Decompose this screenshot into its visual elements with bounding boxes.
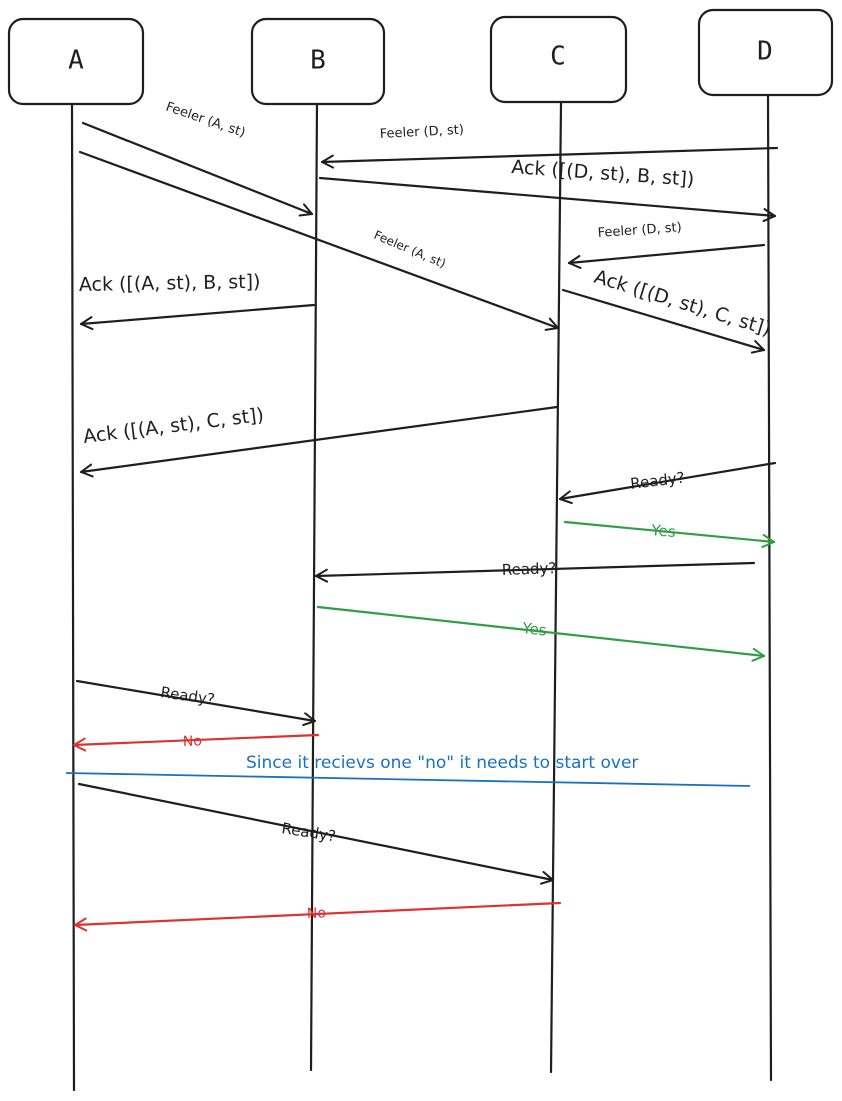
message-label: Yes: [521, 619, 548, 640]
message-label: Yes: [650, 521, 677, 541]
message-label: Ack ([(D, st), B, st]): [511, 156, 695, 191]
message-ack-c-to-d: Ack ([(D, st), C, st]): [561, 266, 774, 354]
message-arrow: [567, 243, 766, 269]
note-divider-line: [65, 772, 751, 787]
message-label: Ready?: [280, 819, 337, 845]
participant-d: D: [697, 8, 834, 97]
message-label: Ready?: [159, 683, 216, 708]
participant-a-label: A: [68, 46, 84, 76]
message-arrow: [314, 561, 756, 583]
participant-b-label: B: [310, 46, 326, 76]
message-label: Ack ([(A, st), B, st]): [79, 271, 261, 296]
message-ack-b-to-d: Ack ([(D, st), B, st]): [318, 156, 777, 223]
participant-c-label: C: [550, 42, 566, 72]
message-feeler-d-to-c: Feeler (D, st): [567, 220, 766, 269]
message-arrow: [75, 679, 317, 727]
lifeline-c: [549, 101, 563, 1074]
message-no-c-to-a: No: [73, 901, 562, 932]
message-label: No: [183, 733, 203, 750]
message-arrow: [563, 520, 776, 548]
message-yes-b-to-d: Yes: [316, 605, 766, 662]
message-feeler-a-to-b: Feeler (A, st): [81, 100, 314, 217]
message-arrow: [81, 121, 314, 217]
participant-d-label: D: [757, 37, 773, 67]
lifeline-b: [309, 101, 319, 1072]
message-label: Ready?: [629, 468, 685, 493]
message-arrow: [78, 150, 560, 331]
message-arrow: [558, 461, 777, 505]
message-arrow: [79, 303, 316, 331]
message-label: Feeler (A, st): [164, 100, 247, 141]
message-label: No: [307, 905, 327, 922]
lifeline-a: [70, 101, 76, 1092]
message-label: Feeler (D, st): [379, 123, 464, 142]
message-arrow: [72, 733, 320, 752]
message-label: Ack ([(A, st), C, st]): [82, 404, 265, 448]
message-arrow: [320, 146, 779, 169]
message-ack-c-to-a: Ack ([(A, st), C, st]): [79, 404, 559, 478]
message-label: Feeler (D, st): [597, 220, 682, 241]
message-arrow: [316, 605, 766, 662]
message-ready-d-to-c: Ready?: [558, 461, 777, 505]
message-no-b-to-a: No: [72, 733, 320, 752]
message-label: Ack ([(D, st), C, st]): [592, 266, 774, 341]
participant-a: A: [7, 17, 145, 106]
message-arrow: [77, 782, 555, 885]
message-arrow: [73, 901, 562, 932]
message-ack-b-to-a: Ack ([(A, st), B, st]): [79, 271, 316, 331]
message-ready-d-to-b: Ready?: [314, 559, 756, 583]
lifeline-d: [766, 91, 773, 1082]
message-yes-c-to-d: Yes: [563, 520, 776, 548]
message-ready-a-to-c: Ready?: [77, 782, 555, 885]
restart-note: Since it recievs one "no" it needs to st…: [65, 753, 751, 787]
message-arrow: [79, 405, 559, 478]
message-arrow: [318, 176, 777, 223]
participant-b: B: [250, 17, 386, 106]
message-ready-a-to-b: Ready?: [75, 679, 317, 727]
participant-c: C: [489, 15, 628, 104]
message-arrow: [561, 288, 766, 354]
message-label: Ready?: [502, 559, 557, 579]
note-text: Since it recievs one "no" it needs to st…: [246, 753, 638, 773]
message-feeler-d-to-b: Feeler (D, st): [320, 123, 779, 169]
